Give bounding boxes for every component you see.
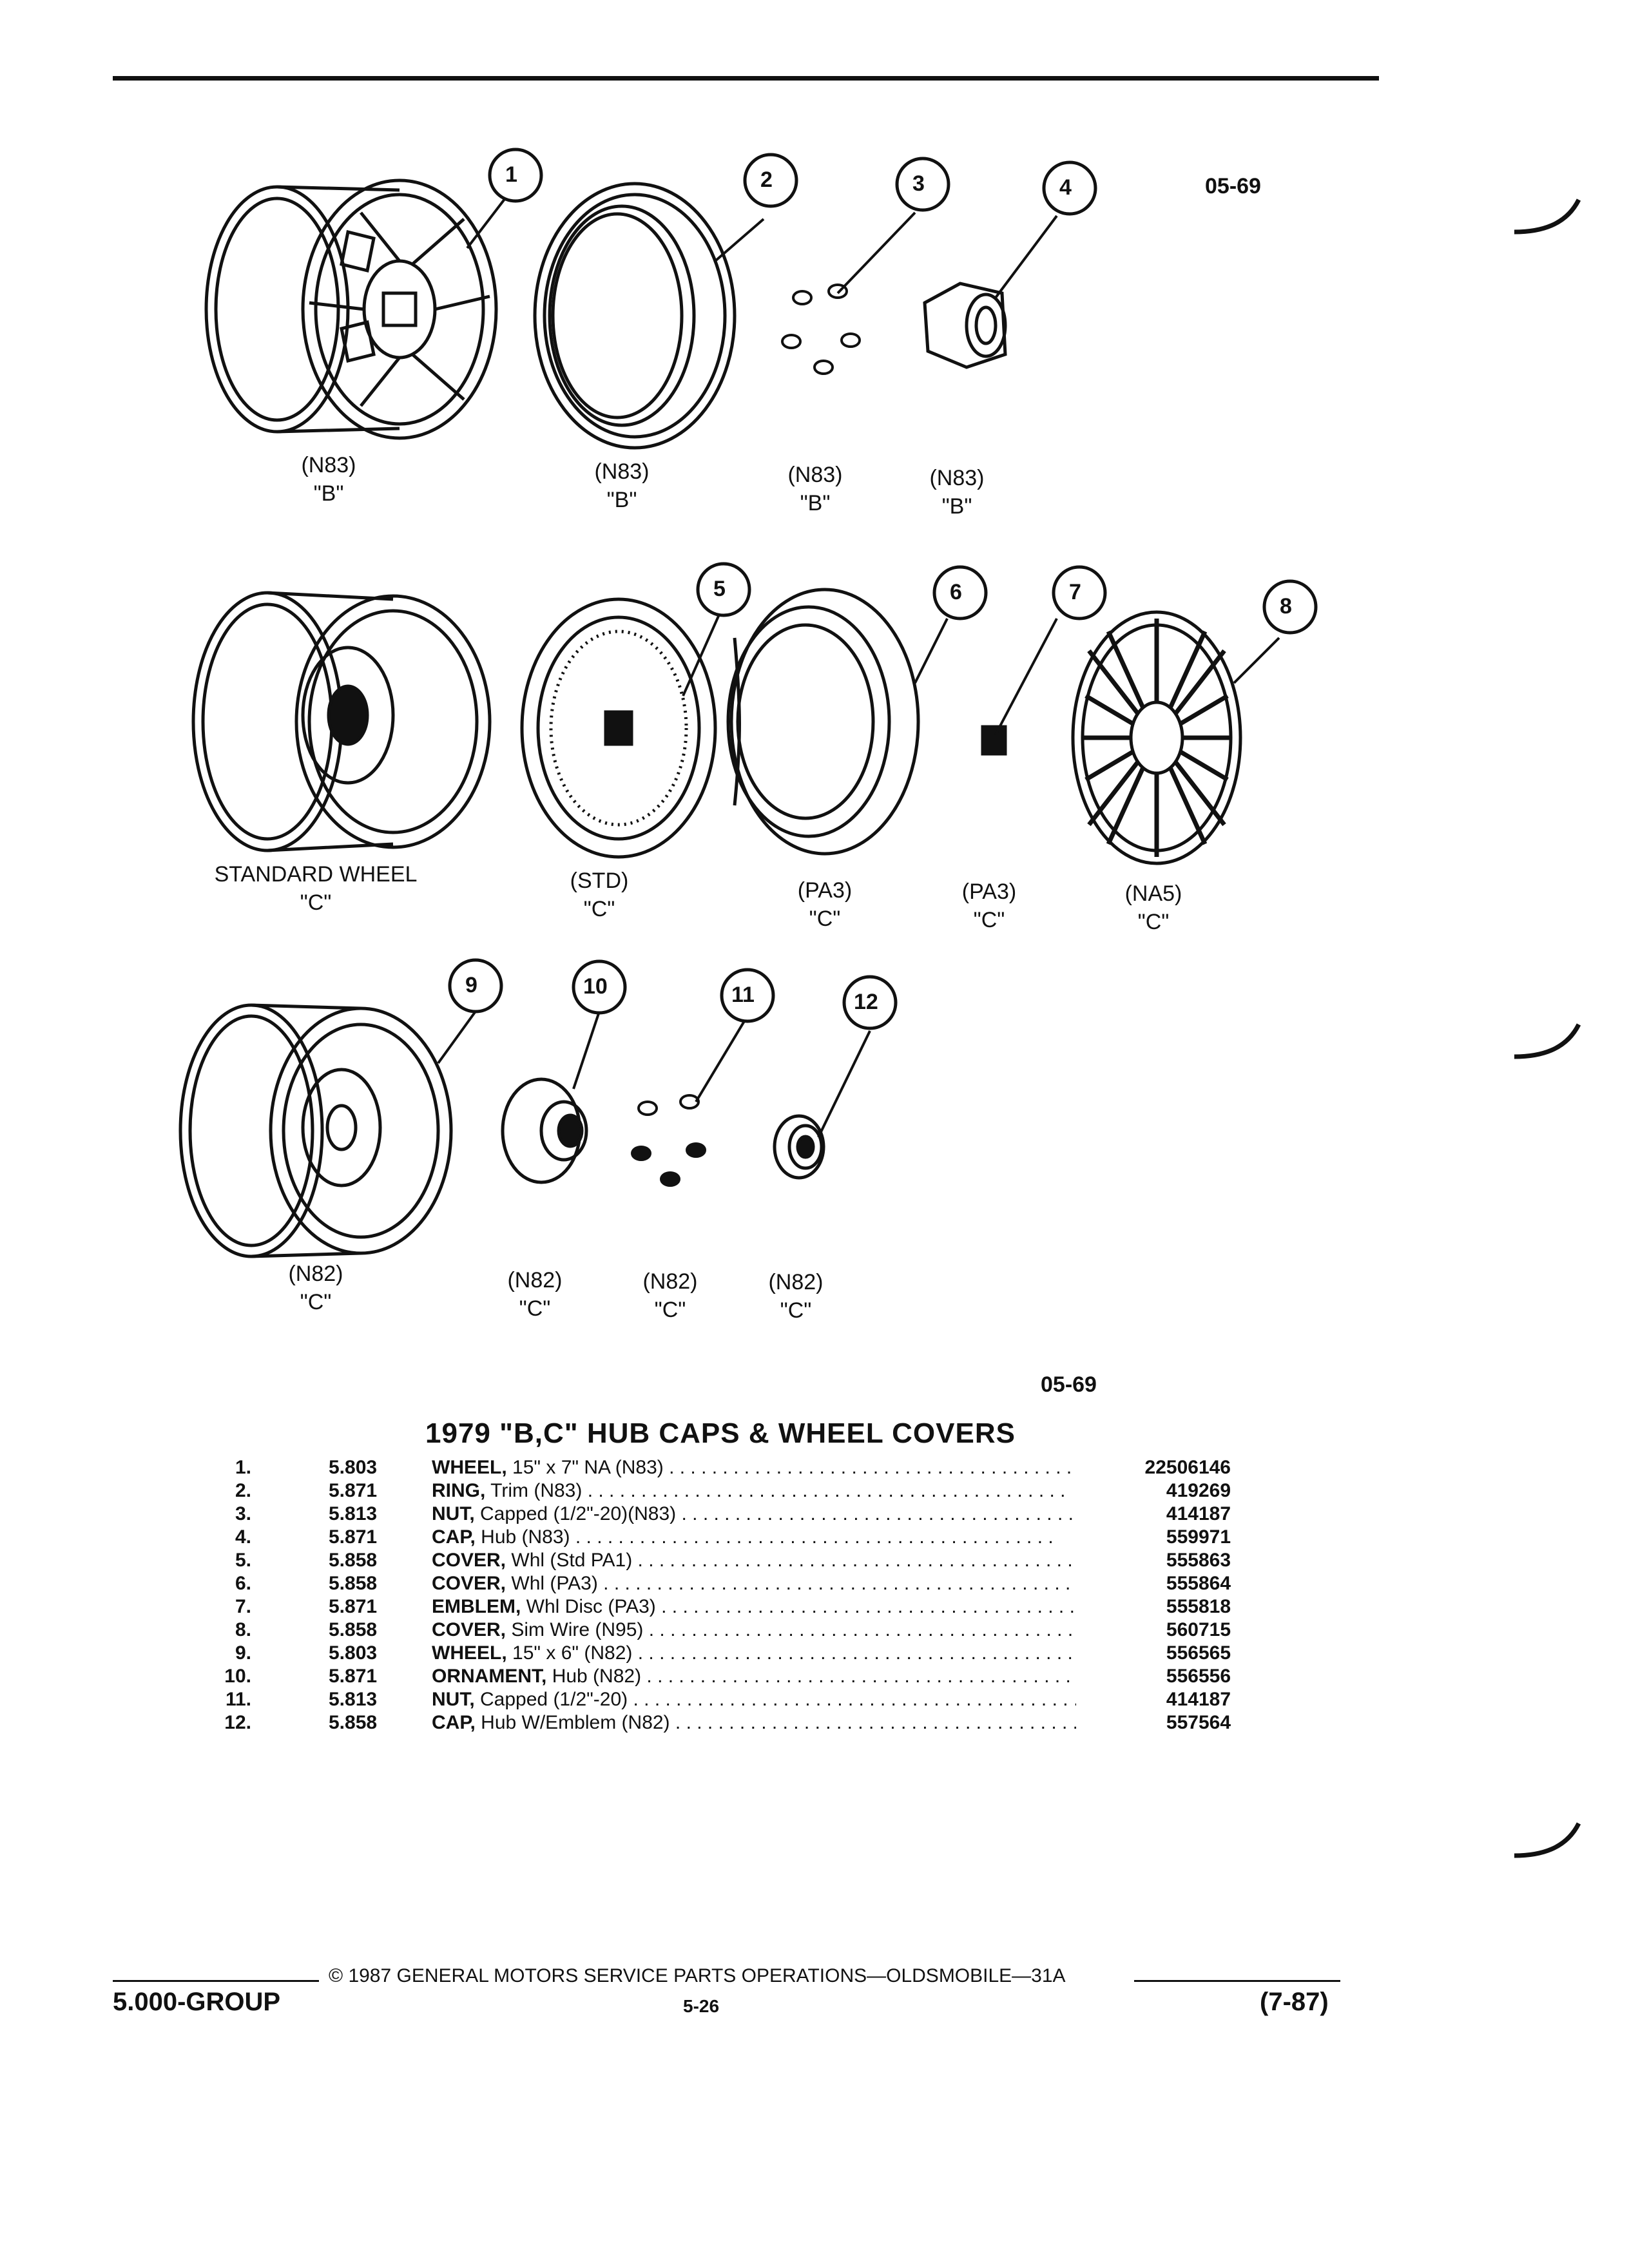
footer-rule-right <box>1134 1980 1340 1982</box>
caption-12: (N82)"C" <box>768 1270 824 1323</box>
capped-nuts-illustration <box>781 284 861 375</box>
callout-7: 7 <box>1069 580 1081 604</box>
caption-7: (PA3)"C" <box>961 879 1017 932</box>
parts-illustration <box>178 178 1280 1258</box>
footer-page-number: 5-26 <box>683 1996 720 2016</box>
caption-4: (N83)"B" <box>929 466 985 519</box>
callout-1: 1 <box>505 162 517 187</box>
caption-standard-wheel: STANDARD WHEEL"C" <box>214 862 418 915</box>
footer-copyright: © 1987 GENERAL MOTORS SERVICE PARTS OPER… <box>329 1965 1066 1986</box>
callout-12: 12 <box>854 990 878 1014</box>
callout-circle-7 <box>1052 565 1107 620</box>
callout-circle-10 <box>572 959 627 1015</box>
binder-mark-icon <box>1514 198 1581 235</box>
footer-rule-left <box>113 1980 319 1982</box>
caption-2: (N83)"B" <box>594 459 650 512</box>
callout-4: 4 <box>1059 175 1072 200</box>
standard-wheel-illustration <box>191 591 492 852</box>
footer-group: 5.000-GROUP <box>113 1988 281 2016</box>
callout-layer <box>448 148 1318 1030</box>
wheel-styled-illustration <box>204 178 498 440</box>
callout-9: 9 <box>465 973 477 997</box>
hub-cap-illustration <box>923 282 1007 369</box>
caption-10: (N82)"C" <box>507 1268 563 1321</box>
caption-5: (STD)"C" <box>570 869 629 921</box>
callout-circle-5 <box>696 562 751 617</box>
callout-6: 6 <box>950 580 962 604</box>
callout-circle-9 <box>448 958 503 1014</box>
caption-9: (N82)"C" <box>288 1262 343 1314</box>
binder-mark-icon <box>1514 1822 1581 1858</box>
callout-3: 3 <box>912 171 925 196</box>
emblem-illustration <box>981 725 1007 756</box>
hub-ornament-illustration <box>501 1077 588 1184</box>
illustration-ref-bottom: 05-69 <box>1041 1372 1097 1397</box>
callout-circle-2 <box>743 153 798 208</box>
callout-10: 10 <box>583 974 608 999</box>
wheel-n82-illustration <box>178 1003 453 1258</box>
callout-circle-4 <box>1042 160 1097 216</box>
footer-date: (7-87) <box>1260 1988 1329 2016</box>
trim-ring-illustration <box>533 182 737 450</box>
caption-6: (PA3)"C" <box>797 878 853 931</box>
callout-circle-3 <box>895 157 950 212</box>
caption-1: (N83)"B" <box>301 453 356 506</box>
binder-mark-icon <box>1514 1023 1581 1059</box>
top-rule <box>113 76 1379 81</box>
illustration-ref-top: 05-69 <box>1205 174 1261 198</box>
callout-8: 8 <box>1280 594 1292 619</box>
capped-nuts-n82-illustration <box>631 1094 706 1187</box>
caption-11: (N82)"C" <box>642 1269 698 1322</box>
caption-8: (NA5)"C" <box>1124 881 1182 934</box>
hub-cap-emblem-illustration <box>773 1114 825 1180</box>
wheel-cover-pa3-illustration <box>726 588 920 856</box>
callout-circle-11 <box>720 968 775 1023</box>
callout-circle-8 <box>1262 579 1318 635</box>
callout-circle-6 <box>932 565 988 620</box>
callout-circle-1 <box>488 148 543 203</box>
sim-wire-cover-illustration <box>1071 610 1242 865</box>
callout-11: 11 <box>731 983 755 1007</box>
callout-circle-12 <box>842 975 898 1030</box>
caption-3: (N83)"B" <box>787 463 843 515</box>
callout-5: 5 <box>713 577 726 601</box>
callout-2: 2 <box>760 168 773 192</box>
page-title: 1979 "B,C" HUB CAPS & WHEEL COVERS <box>425 1418 1016 1449</box>
wheel-cover-std-illustration <box>520 597 717 859</box>
